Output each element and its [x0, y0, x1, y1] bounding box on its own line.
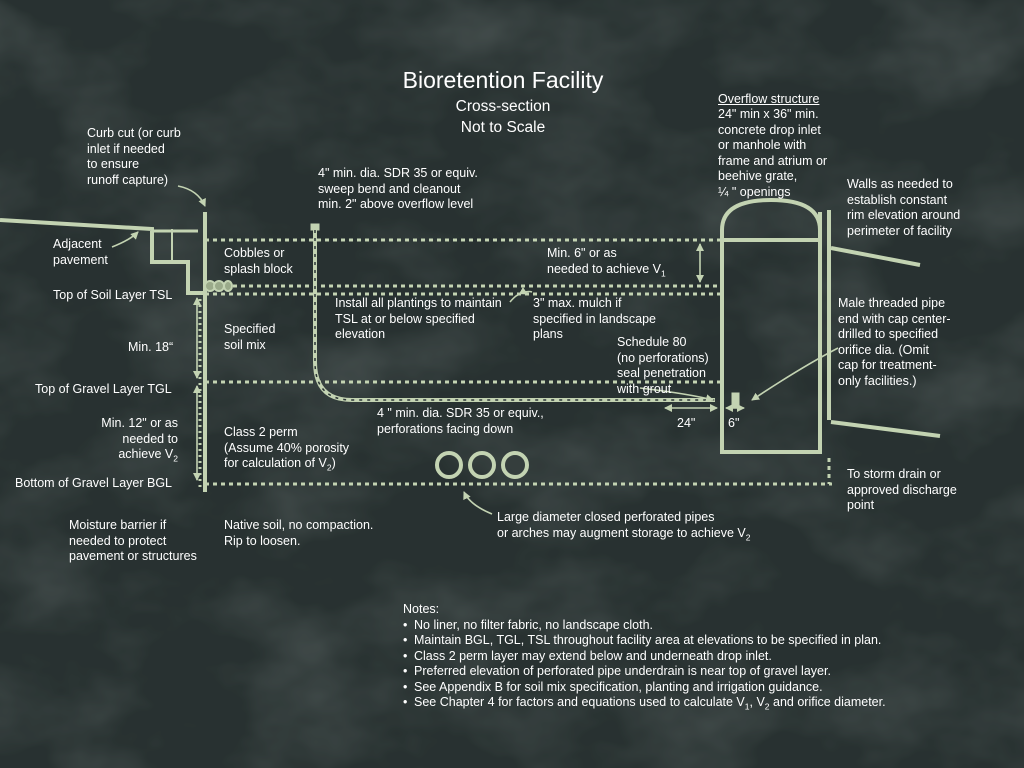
storm-drain-label: To storm drain or approved discharge poi…	[847, 467, 957, 512]
schedule80-label: Schedule 80 (no perforations) seal penet…	[617, 335, 709, 396]
overflow-body-label: 24" min x 36" min. concrete drop inlet o…	[718, 107, 828, 199]
notes-block: Notes: No liner, no filter fabric, no la…	[403, 602, 886, 711]
tgl-label: Top of Gravel Layer TGL	[35, 382, 172, 396]
walls-label: Walls as needed to establish constant ri…	[847, 177, 961, 238]
note-item: Maintain BGL, TGL, TSL throughout facili…	[403, 633, 886, 649]
mulch-label: 3" max. mulch if specified in landscape …	[533, 296, 656, 341]
orifice-cap	[731, 392, 740, 408]
large-pipes	[435, 451, 529, 479]
native-soil-label: Native soil, no compaction. Rip to loose…	[224, 518, 374, 548]
dim-24-label: 24"	[677, 416, 696, 430]
adjacent-pavement-curb	[0, 218, 203, 295]
note-item: See Chapter 4 for factors and equations …	[403, 695, 886, 711]
cobbles	[204, 280, 233, 292]
cobbles-label: Cobbles or splash block	[224, 246, 293, 276]
leader-lines	[111, 185, 839, 515]
curb-cut-label: Curb cut (or curb inlet if needed to ens…	[87, 126, 181, 187]
overflow-heading-label: Overflow structure	[718, 92, 820, 106]
subtitle-scale: Not to Scale	[460, 119, 546, 136]
moisture-barrier-label: Moisture barrier if needed to protect pa…	[69, 518, 197, 563]
underdrain-label: 4 " min. dia. SDR 35 or equiv., perforat…	[377, 406, 544, 436]
right-ground	[830, 246, 941, 438]
dimension-arrows	[193, 243, 745, 481]
cleanout-sweep-pipe	[310, 223, 715, 402]
note-item: Class 2 perm layer may extend below and …	[403, 649, 886, 665]
overflow-structure	[720, 197, 822, 454]
adjacent-pavement-label: Adjacent pavement	[53, 237, 108, 267]
male-pipe-label: Male threaded pipe end with cap center- …	[838, 296, 951, 388]
bgl-label: Bottom of Gravel Layer BGL	[15, 476, 173, 490]
cleanout-label: 4" min. dia. SDR 35 or equiv. sweep bend…	[318, 166, 478, 211]
soil-mix-label: Specified soil mix	[224, 322, 276, 352]
plantings-label: Install all plantings to maintain TSL at…	[335, 296, 502, 341]
diagram-title: Bioretention Facility	[402, 67, 604, 93]
note-item: Preferred elevation of perforated pipe u…	[403, 664, 886, 680]
dim-6-label: 6"	[728, 416, 740, 430]
subtitle-cross-section: Cross-section	[455, 98, 551, 115]
note-item: No liner, no filter fabric, no landscape…	[403, 618, 886, 634]
notes-list: No liner, no filter fabric, no landscape…	[403, 618, 886, 711]
note-item: See Appendix B for soil mix specificatio…	[403, 680, 886, 696]
tsl-label: Top of Soil Layer TSL	[53, 288, 173, 302]
notes-heading: Notes:	[403, 602, 440, 616]
min18-label: Min. 18“	[128, 340, 174, 354]
